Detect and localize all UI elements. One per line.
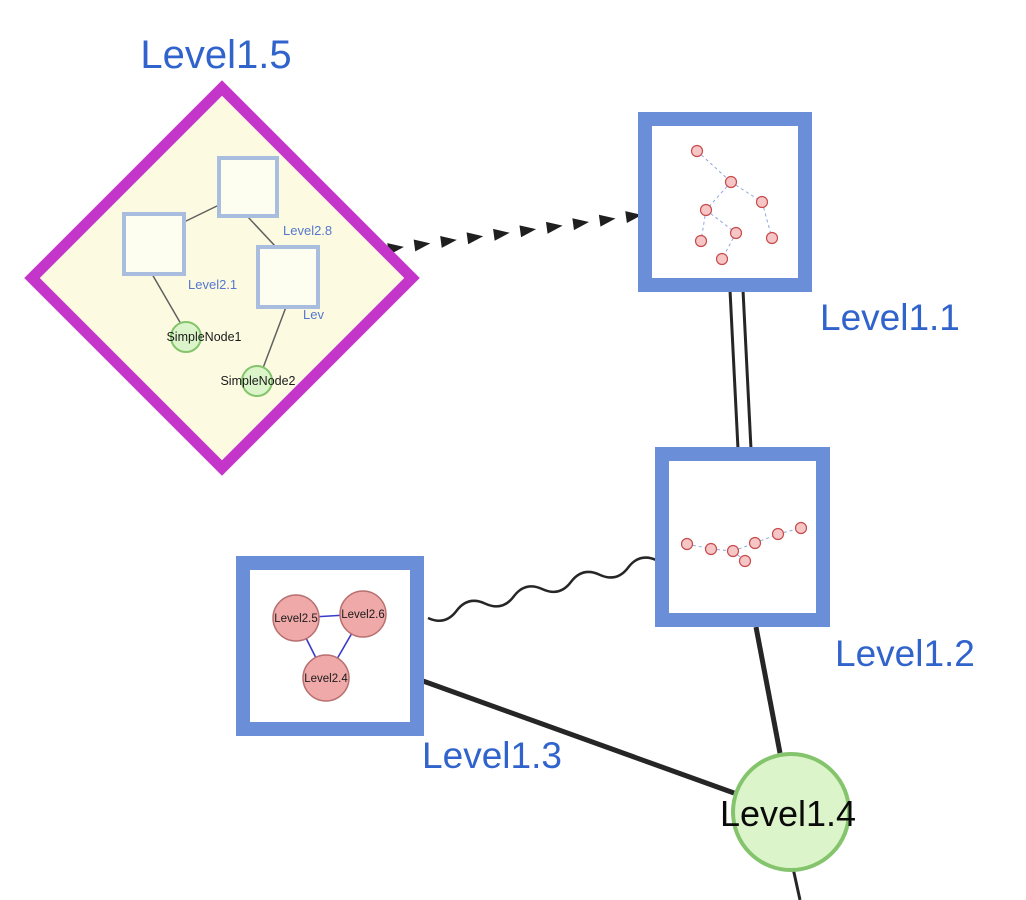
node-level28[interactable] <box>217 156 279 218</box>
label-simplenode2: SimpleNode2 <box>220 374 295 388</box>
node-level12-box[interactable] <box>655 447 830 627</box>
label-level24: Level2.4 <box>304 673 348 685</box>
mini-node[interactable] <box>704 542 718 556</box>
mini-node[interactable] <box>755 195 769 209</box>
mini-node[interactable] <box>690 144 704 158</box>
mini-node[interactable] <box>794 521 808 535</box>
edge-level28-lev[interactable] <box>246 215 277 248</box>
level12-subgraph <box>680 521 808 568</box>
node-level13-box[interactable] <box>236 556 424 736</box>
edge-level15-level11[interactable] <box>387 211 642 256</box>
label-level15: Level1.5 <box>140 33 291 77</box>
mini-node[interactable] <box>724 175 738 189</box>
edge-lev-simplenode2[interactable] <box>262 306 287 369</box>
edge-level13-level14[interactable] <box>422 678 735 796</box>
edge-level11-level12-line1[interactable] <box>728 289 740 450</box>
edge-level12-level14[interactable] <box>753 626 783 754</box>
node-level21[interactable] <box>122 212 186 276</box>
label-level26: Level2.6 <box>341 609 384 621</box>
mini-node[interactable] <box>726 544 740 558</box>
edge-level21-simplenode1[interactable] <box>151 273 182 325</box>
mini-node[interactable] <box>680 537 694 551</box>
label-simplenode1: SimpleNode1 <box>166 330 241 344</box>
label-level21: Level2.1 <box>188 277 237 292</box>
edge-level14-offscreen[interactable] <box>791 867 802 900</box>
label-level13: Level1.3 <box>422 735 562 776</box>
node-simplenode1[interactable] <box>170 321 202 353</box>
mini-edge <box>705 209 737 234</box>
label-level14: Level1.4 <box>720 793 856 834</box>
node-level24[interactable] <box>302 654 350 702</box>
label-lev: Lev <box>303 307 324 322</box>
label-level12: Level1.2 <box>835 633 975 674</box>
mini-edge <box>696 150 732 183</box>
label-level25: Level2.5 <box>274 613 317 625</box>
mini-node[interactable] <box>765 231 779 245</box>
label-level11: Level1.1 <box>820 297 960 338</box>
label-level28: Level2.8 <box>283 223 332 238</box>
node-level14[interactable] <box>731 752 851 872</box>
mini-edge <box>705 181 732 211</box>
mini-node[interactable] <box>771 527 785 541</box>
node-level26[interactable] <box>339 590 387 638</box>
edge-level11-level12-line2[interactable] <box>741 289 753 450</box>
edge-level28-level21[interactable] <box>183 204 220 223</box>
level13-subgraph: Level2.5 Level2.6 Level2.4 <box>272 590 387 702</box>
mini-edge <box>761 201 773 239</box>
edge-level13-level12-wavy[interactable] <box>427 556 658 622</box>
mini-node[interactable] <box>748 536 762 550</box>
mini-node[interactable] <box>694 234 708 248</box>
mini-node[interactable] <box>699 203 713 217</box>
node-level25[interactable] <box>272 594 320 642</box>
mini-node[interactable] <box>729 226 743 240</box>
mini-node[interactable] <box>715 252 729 266</box>
node-level15-diamond[interactable] <box>24 80 420 476</box>
node-simplenode2[interactable] <box>241 365 273 397</box>
mini-edge <box>730 181 763 203</box>
mini-node[interactable] <box>738 554 752 568</box>
level11-subgraph <box>690 144 779 266</box>
node-lev[interactable] <box>256 245 320 309</box>
